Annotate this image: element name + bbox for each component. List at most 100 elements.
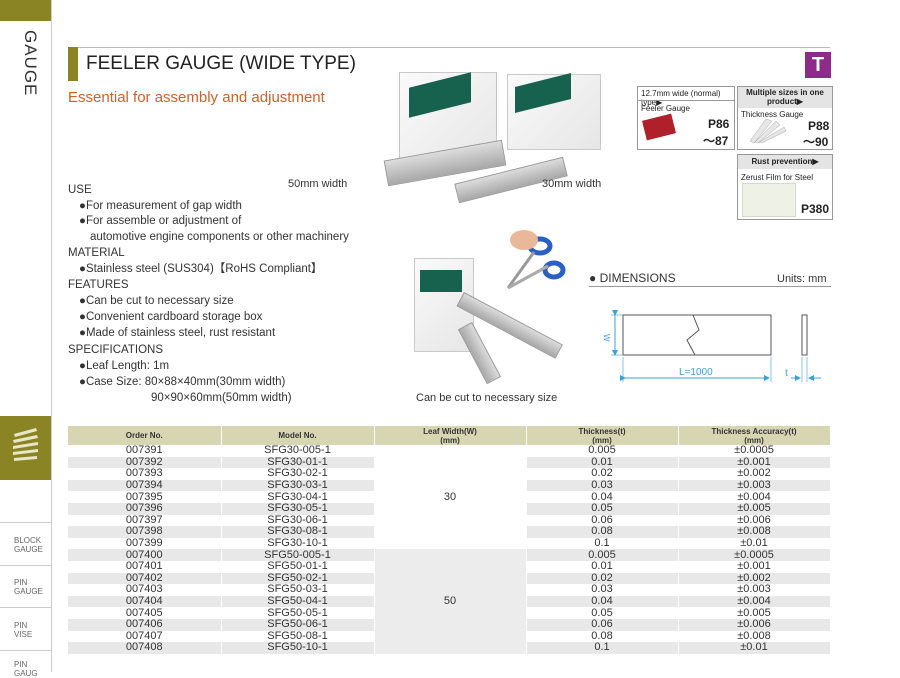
- cell-thickness: 0.03: [526, 584, 679, 596]
- cell-order-no: 007401: [68, 561, 222, 573]
- cell-accuracy: ±0.0005: [678, 549, 831, 561]
- dim-t-label: t: [785, 368, 788, 379]
- cell-accuracy: ±0.001: [678, 457, 831, 469]
- table-header-row: Order No. Model No. Leaf Width(W) (mm) T…: [68, 426, 831, 445]
- related-header: Multiple sizes in one product▶: [746, 88, 824, 106]
- cell-accuracy: ±0.01: [678, 538, 831, 550]
- related-page: P380: [801, 202, 830, 216]
- cell-order-no: 007403: [68, 584, 222, 596]
- cell-thickness: 0.06: [526, 515, 679, 527]
- related-name: Thickness Gauge: [741, 110, 804, 119]
- header-rule: [68, 47, 830, 48]
- cell-thickness: 0.05: [526, 503, 679, 515]
- col-header-model-no: Model No.: [221, 426, 375, 445]
- cell-order-no: 007408: [68, 642, 222, 654]
- dim-w-label: W: [602, 334, 611, 342]
- cell-order-no: 007398: [68, 526, 222, 538]
- cell-accuracy: ±0.003: [678, 584, 831, 596]
- sidebar-link-pin-vise[interactable]: PIN VISE: [14, 621, 33, 639]
- features-heading: FEATURES: [68, 279, 129, 291]
- dimensions-units: Units: mm: [777, 273, 827, 285]
- cell-thickness: 0.06: [526, 619, 679, 631]
- cell-leaf-width: 50: [374, 549, 527, 654]
- features-item-1: ●Can be cut to necessary size: [79, 295, 234, 307]
- cell-model-no: SFG50-005-1: [221, 549, 375, 561]
- caption-30mm: 30mm width: [542, 178, 602, 190]
- related-zerust-film[interactable]: Rust prevention▶ Zerust Film for Steel P…: [737, 154, 833, 220]
- sidebar-sep: [0, 522, 51, 523]
- cell-model-no: SFG30-05-1: [221, 503, 375, 515]
- related-page-end: ～90: [803, 135, 829, 149]
- sidebar-link-block-gauge[interactable]: BLOCK GAUGE: [14, 536, 43, 554]
- cell-order-no: 007393: [68, 468, 222, 480]
- related-feeler-gauge[interactable]: 12.7mm wide (normal) type▶ Feeler Gauge …: [637, 86, 735, 150]
- sidebar-feeler-tab[interactable]: [0, 416, 51, 480]
- cell-model-no: SFG50-06-1: [221, 619, 375, 631]
- sidebar-link-pin-gauge[interactable]: PIN GAUGE: [14, 578, 43, 596]
- cell-order-no: 007406: [68, 619, 222, 631]
- caption-cut: Can be cut to necessary size: [416, 392, 558, 404]
- use-item-2: ●For assemble or adjustment of: [79, 215, 242, 227]
- sidebar-link-pin-gauge-2[interactable]: PIN GAUG: [14, 660, 38, 678]
- category-badge: T: [805, 52, 831, 78]
- cell-order-no: 007400: [68, 549, 222, 561]
- cell-thickness: 0.04: [526, 491, 679, 503]
- cell-thickness: 0.02: [526, 573, 679, 585]
- cell-thickness: 0.1: [526, 538, 679, 550]
- related-page: P88: [808, 119, 830, 133]
- sidebar-sep: [0, 607, 51, 608]
- cell-thickness: 0.01: [526, 457, 679, 469]
- cell-model-no: SFG30-005-1: [221, 445, 375, 457]
- use-heading: USE: [68, 184, 92, 196]
- cell-model-no: SFG30-08-1: [221, 526, 375, 538]
- features-item-3: ●Made of stainless steel, rust resistant: [79, 327, 276, 339]
- cell-model-no: SFG30-01-1: [221, 457, 375, 469]
- cell-thickness: 0.05: [526, 607, 679, 619]
- specs-item-1: ●Leaf Length: 1m: [79, 360, 170, 372]
- cell-thickness: 0.08: [526, 526, 679, 538]
- cell-accuracy: ±0.005: [678, 503, 831, 515]
- specs-item-2: ●Case Size: 80×88×40mm(30mm width): [79, 376, 286, 388]
- features-item-2: ●Convenient cardboard storage box: [79, 311, 263, 323]
- cell-thickness: 0.03: [526, 480, 679, 492]
- cell-order-no: 007405: [68, 607, 222, 619]
- sidebar-top-bar: [0, 0, 51, 21]
- cell-accuracy: ±0.01: [678, 642, 831, 654]
- product-photo-cutting: [410, 222, 580, 387]
- cell-accuracy: ±0.006: [678, 515, 831, 527]
- related-header: 12.7mm wide (normal) type▶: [641, 89, 721, 107]
- sidebar-divider: [51, 0, 52, 672]
- cell-accuracy: ±0.008: [678, 526, 831, 538]
- col-header-order-no: Order No.: [68, 426, 222, 445]
- cell-accuracy: ±0.004: [678, 491, 831, 503]
- cell-order-no: 007404: [68, 596, 222, 608]
- sidebar-sep: [0, 650, 51, 651]
- related-name: Feeler Gauge: [641, 104, 690, 113]
- cell-model-no: SFG30-06-1: [221, 515, 375, 527]
- col-header-accuracy: Thickness Accuracy(t) (mm): [678, 426, 831, 445]
- related-thickness-gauge[interactable]: Multiple sizes in one product▶ Thickness…: [737, 86, 833, 150]
- col-header-leaf-width: Leaf Width(W) (mm): [374, 426, 527, 445]
- sidebar-sep: [0, 565, 51, 566]
- specification-table: Order No. Model No. Leaf Width(W) (mm) T…: [68, 426, 831, 654]
- thickness-gauge-thumb: [749, 118, 787, 143]
- cell-model-no: SFG50-05-1: [221, 607, 375, 619]
- col-header-thickness: Thickness(t) (mm): [526, 426, 679, 445]
- dimensions-rule: [589, 286, 831, 287]
- cell-model-no: SFG50-10-1: [221, 642, 375, 654]
- cell-model-no: SFG50-04-1: [221, 596, 375, 608]
- dimension-drawing: W L=1000 t: [602, 310, 821, 382]
- dim-l-label: L=1000: [679, 367, 713, 378]
